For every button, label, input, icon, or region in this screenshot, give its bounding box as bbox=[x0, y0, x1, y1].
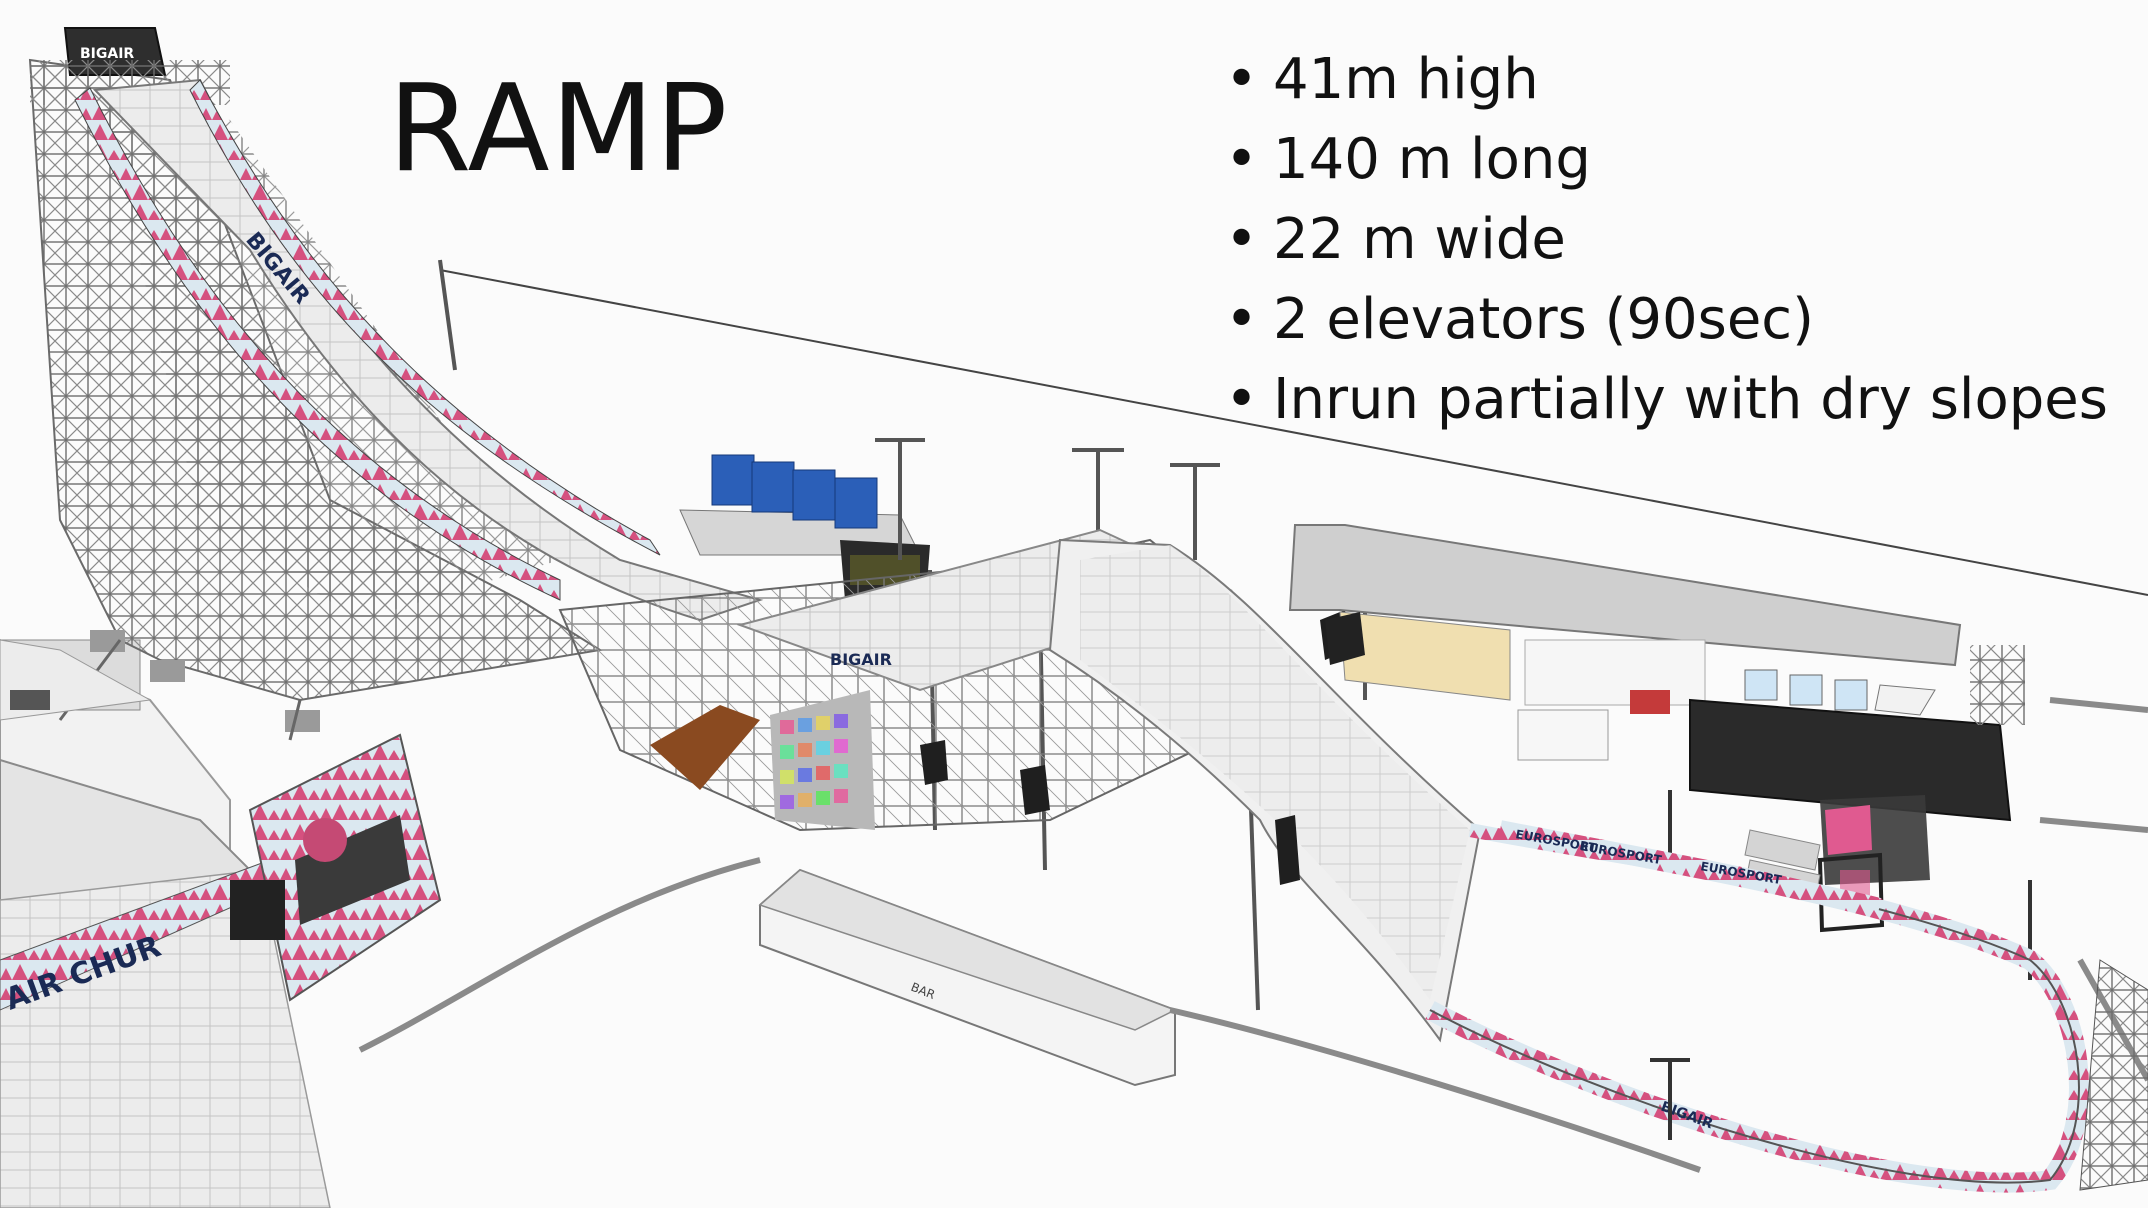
mid-banner-text: BIGAIR bbox=[830, 650, 892, 669]
bullet-icon: • bbox=[1225, 127, 1259, 192]
fact-text: Inrun partially with dry slopes bbox=[1273, 367, 2108, 432]
slide-title: RAMP bbox=[388, 60, 729, 199]
right-stage bbox=[1689, 645, 2025, 822]
bullet-icon: • bbox=[1225, 367, 1259, 432]
fact-text: 140 m long bbox=[1273, 127, 1591, 192]
left-tribune: AIR CHUR bbox=[0, 638, 331, 1208]
left-screen-wall bbox=[230, 733, 442, 1002]
fact-text: 22 m wide bbox=[1273, 207, 1566, 272]
start-sign-text: BIGAIR bbox=[80, 46, 134, 62]
bar-container: BAR bbox=[758, 868, 1177, 1087]
bullet-icon: • bbox=[1225, 207, 1259, 272]
fact-width: •22 m wide bbox=[1225, 200, 2108, 280]
fact-inrun: •Inrun partially with dry slopes bbox=[1225, 360, 2108, 440]
bullet-icon: • bbox=[1225, 287, 1259, 352]
fact-elevators: •2 elevators (90sec) bbox=[1225, 280, 2108, 360]
bullet-icon: • bbox=[1225, 47, 1259, 112]
fact-text: 41m high bbox=[1273, 47, 1539, 112]
colored-screen bbox=[770, 690, 875, 830]
landing-structure: BIGAIR bbox=[558, 528, 1482, 1043]
fact-height: •41m high bbox=[1225, 40, 2108, 120]
fact-text: 2 elevators (90sec) bbox=[1273, 287, 1814, 352]
left-booth bbox=[0, 639, 152, 721]
fact-length: •140 m long bbox=[1225, 120, 2108, 200]
facts-list: •41m high •140 m long •22 m wide •2 elev… bbox=[1225, 40, 2108, 440]
right-tent bbox=[1288, 524, 1962, 761]
stair-truss-right bbox=[2079, 959, 2148, 1191]
judge-cubes bbox=[1668, 790, 2032, 980]
boundary-line bbox=[439, 269, 2148, 596]
